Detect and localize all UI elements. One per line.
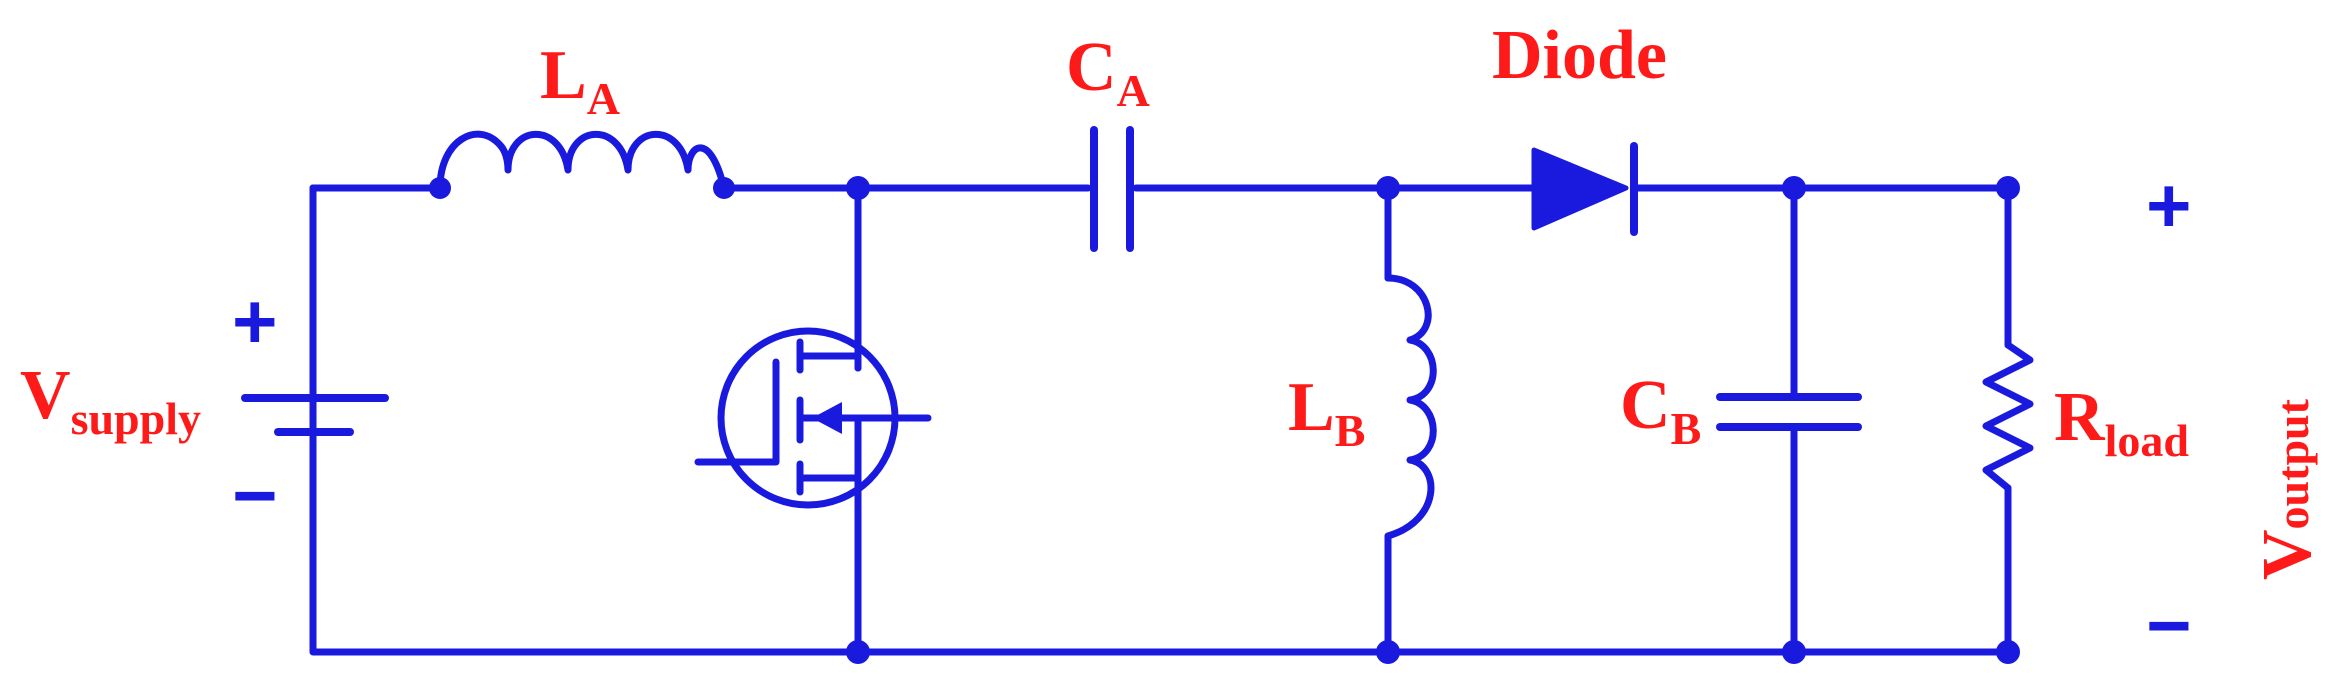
node-dot [713, 177, 735, 199]
label-vsupply: Vsupply [20, 357, 201, 444]
battery-icon [241, 184, 389, 436]
resistor-icon [1982, 341, 2034, 492]
node-dot [1376, 640, 1400, 664]
supply-plus-sign: + [232, 277, 278, 365]
wire-supply-left [309, 184, 2014, 656]
capacitor-icon [1090, 126, 1134, 252]
node-dot [846, 176, 870, 200]
node-dot [1996, 176, 2020, 200]
diode-icon [1531, 142, 1638, 236]
capacitor-icon [1716, 393, 1862, 431]
node-dot [1376, 176, 1400, 200]
node-dot [846, 640, 870, 664]
circuit-wires [309, 184, 2014, 656]
node-dot [429, 177, 451, 199]
output-minus-sign: − [2146, 581, 2192, 669]
label-diode: Diode [1492, 17, 1667, 94]
label-lb: LB [1288, 369, 1365, 456]
label-rload: Rload [2054, 379, 2189, 466]
label-ca: CA [1066, 29, 1150, 116]
polarity-signs: + − + − [232, 161, 2192, 669]
label-cb: CB [1620, 367, 1701, 454]
output-plus-sign: + [2146, 161, 2192, 249]
inductor-icon [1384, 274, 1437, 540]
mosfet-icon [694, 327, 932, 509]
component-labels: LA CA Diode LB CB Rload Vsupply Voutput [20, 17, 2326, 580]
node-dot [1782, 176, 1806, 200]
junction-nodes [429, 176, 2020, 664]
node-dot [1996, 640, 2020, 664]
node-dot [1782, 640, 1806, 664]
inductor-icon [436, 130, 728, 192]
label-la: LA [540, 37, 620, 124]
label-voutput: Voutput [2249, 398, 2326, 580]
supply-minus-sign: − [232, 451, 278, 539]
